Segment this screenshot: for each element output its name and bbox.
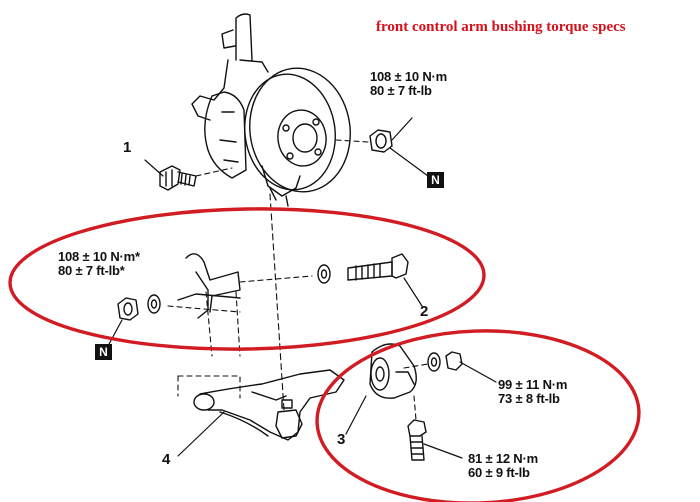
highlight-ellipses [8, 207, 641, 502]
bushing-nut-torque: 99 ± 11 N·m 73 ± 8 ft-lb [498, 378, 567, 405]
bushing-nut-torque-ftlb: 73 ± 8 ft-lb [498, 390, 560, 406]
knuckle-bolt [144, 159, 233, 191]
bushing-bolt-torque-ftlb: 60 ± 9 ft-lb [468, 464, 530, 480]
front-bushing-highlight [8, 207, 486, 351]
upper-nut-torque-nm: 108 ± 10 N·m [370, 69, 447, 84]
bracket-bolt [317, 253, 423, 307]
upper-nut-torque: 108 ± 10 N·m 80 ± 7 ft-lb [370, 70, 447, 97]
bracket-nut-and-washer [107, 294, 161, 347]
rear-bushing-assembly [345, 343, 497, 461]
bushing-nut-torque-nm: 99 ± 11 N·m [498, 377, 568, 392]
rear-bushing-highlight [315, 329, 641, 502]
callout-3: 3 [337, 431, 346, 448]
bracket-bolt-torque-nm: 108 ± 10 N·m* [58, 249, 140, 264]
callout-1: 1 [123, 139, 132, 156]
diagram-title: front control arm bushing torque specs [376, 19, 626, 35]
bushing-bolt-torque: 81 ± 12 N·m 60 ± 9 ft-lb [468, 452, 538, 479]
bushing-bolt-torque-nm: 81 ± 12 N·m [468, 451, 538, 466]
callout-4: 4 [162, 451, 171, 468]
bracket-bolt-torque: 108 ± 10 N·m* 80 ± 7 ft-lb* [58, 250, 140, 277]
bracket-nut-n-mark: N [95, 344, 112, 360]
bracket-bolt-torque-ftlb: 80 ± 7 ft-lb* [58, 262, 125, 278]
upper-nut-n-mark: N [427, 172, 444, 188]
upper-nut [335, 117, 429, 177]
upper-nut-torque-ftlb: 80 ± 7 ft-lb [370, 82, 432, 98]
lower-control-arm [177, 369, 345, 457]
callout-2: 2 [420, 303, 429, 320]
centerline-dashed [269, 193, 285, 411]
frame-bracket [167, 253, 313, 357]
steering-knuckle-hub [191, 13, 351, 207]
